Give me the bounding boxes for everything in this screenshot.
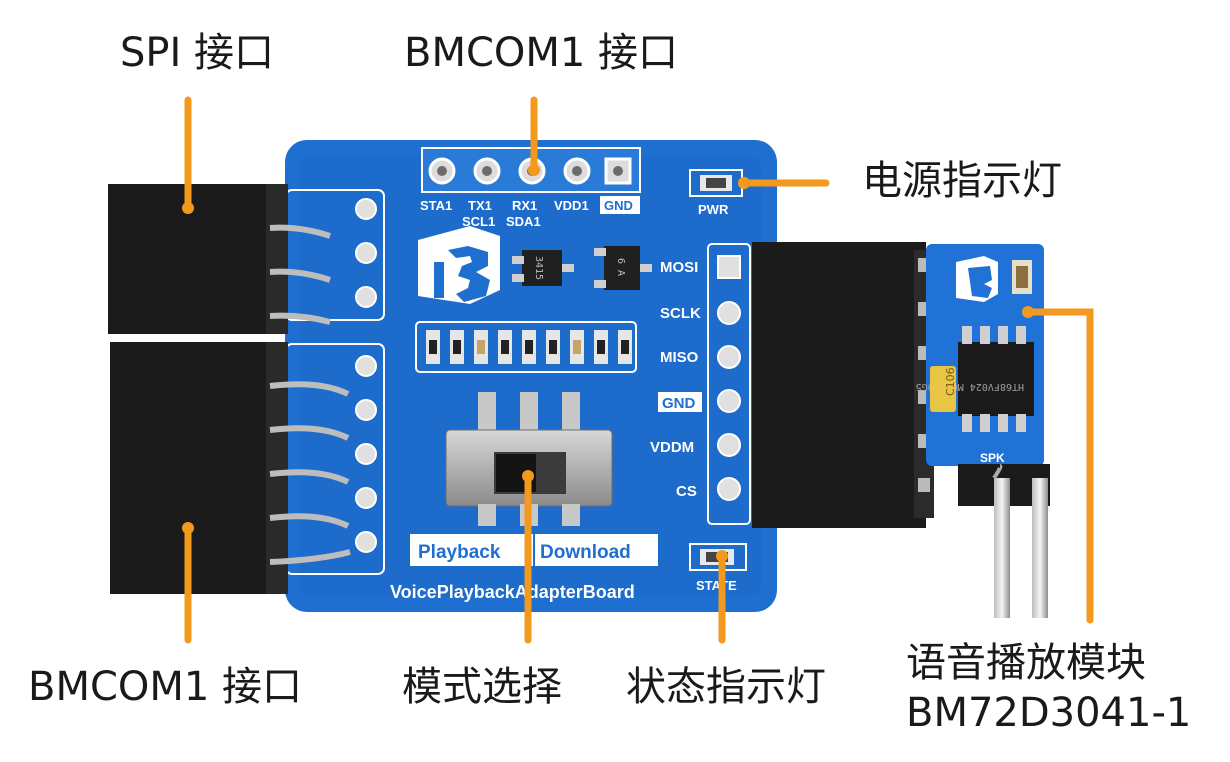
callout-voice-module-model: BM72D3041-1 bbox=[906, 690, 1192, 736]
pin-label-rx1: RX1 bbox=[512, 198, 537, 213]
pin-label-vddm: VDDM bbox=[650, 439, 694, 456]
pin-label-sta1: STA1 bbox=[420, 198, 452, 213]
pin-label-vdd1: VDD1 bbox=[554, 198, 589, 213]
download-label: Download bbox=[540, 542, 631, 563]
callout-voice-module-name: 语音播放模块 bbox=[906, 640, 1146, 686]
ic-marking-1: 3415 bbox=[533, 256, 544, 280]
board-name: VoicePlaybackAdapterBoard bbox=[390, 582, 635, 602]
power-led bbox=[689, 169, 743, 197]
pin-label-scl1: SCL1 bbox=[462, 214, 495, 229]
playback-label: Playback bbox=[418, 542, 501, 563]
right-header bbox=[752, 242, 934, 528]
callout-bmcom1-bottom: BMCOM1 接口 bbox=[28, 664, 303, 710]
bmcom1-header-left bbox=[110, 342, 360, 594]
pin-label-gnd-top: GND bbox=[604, 198, 633, 213]
chip-marking: HT68FV024 MGK009G5 bbox=[916, 381, 1024, 392]
callout-line-voice-module bbox=[1024, 308, 1094, 624]
callout-mode-select: 模式选择 bbox=[402, 664, 562, 710]
transistor-ic-2: 6 A bbox=[594, 246, 652, 290]
ic-marking-2: 6 A bbox=[615, 258, 626, 276]
pin-label-gnd-right: GND bbox=[662, 395, 696, 412]
pin-label-sclk: SCLK bbox=[660, 305, 701, 322]
pin-label-tx1: TX1 bbox=[468, 198, 492, 213]
transistor-ic-1: 3415 bbox=[512, 250, 574, 286]
pin-label-miso: MISO bbox=[660, 349, 699, 366]
resistor-row bbox=[415, 321, 637, 373]
pin-label-cs: CS bbox=[676, 483, 697, 500]
bestmodules-logo bbox=[418, 226, 500, 304]
pin-label-mosi: MOSI bbox=[660, 259, 698, 276]
state-label: STATE bbox=[696, 578, 737, 593]
right-pin-column bbox=[707, 243, 751, 525]
cap-label: C106 bbox=[944, 367, 957, 396]
adapter-board: STA1 TX1 RX1 VDD1 GND SCL1 SDA1 PWR 3415 bbox=[285, 140, 777, 612]
voice-module: HT68FV024 MGK009G5 C106 SPK bbox=[916, 244, 1050, 618]
callout-status-led: 状态指示灯 bbox=[626, 664, 826, 710]
spk-label: SPK bbox=[980, 451, 1005, 465]
pwr-label: PWR bbox=[698, 202, 729, 217]
callout-power-led: 电源指示灯 bbox=[862, 158, 1062, 204]
callout-bmcom1-top: BMCOM1 接口 bbox=[404, 30, 679, 76]
callout-spi-interface: SPI 接口 bbox=[120, 30, 275, 76]
pin-label-sda1: SDA1 bbox=[506, 214, 541, 229]
mode-switch bbox=[445, 392, 613, 526]
callout-lines bbox=[182, 96, 1094, 644]
